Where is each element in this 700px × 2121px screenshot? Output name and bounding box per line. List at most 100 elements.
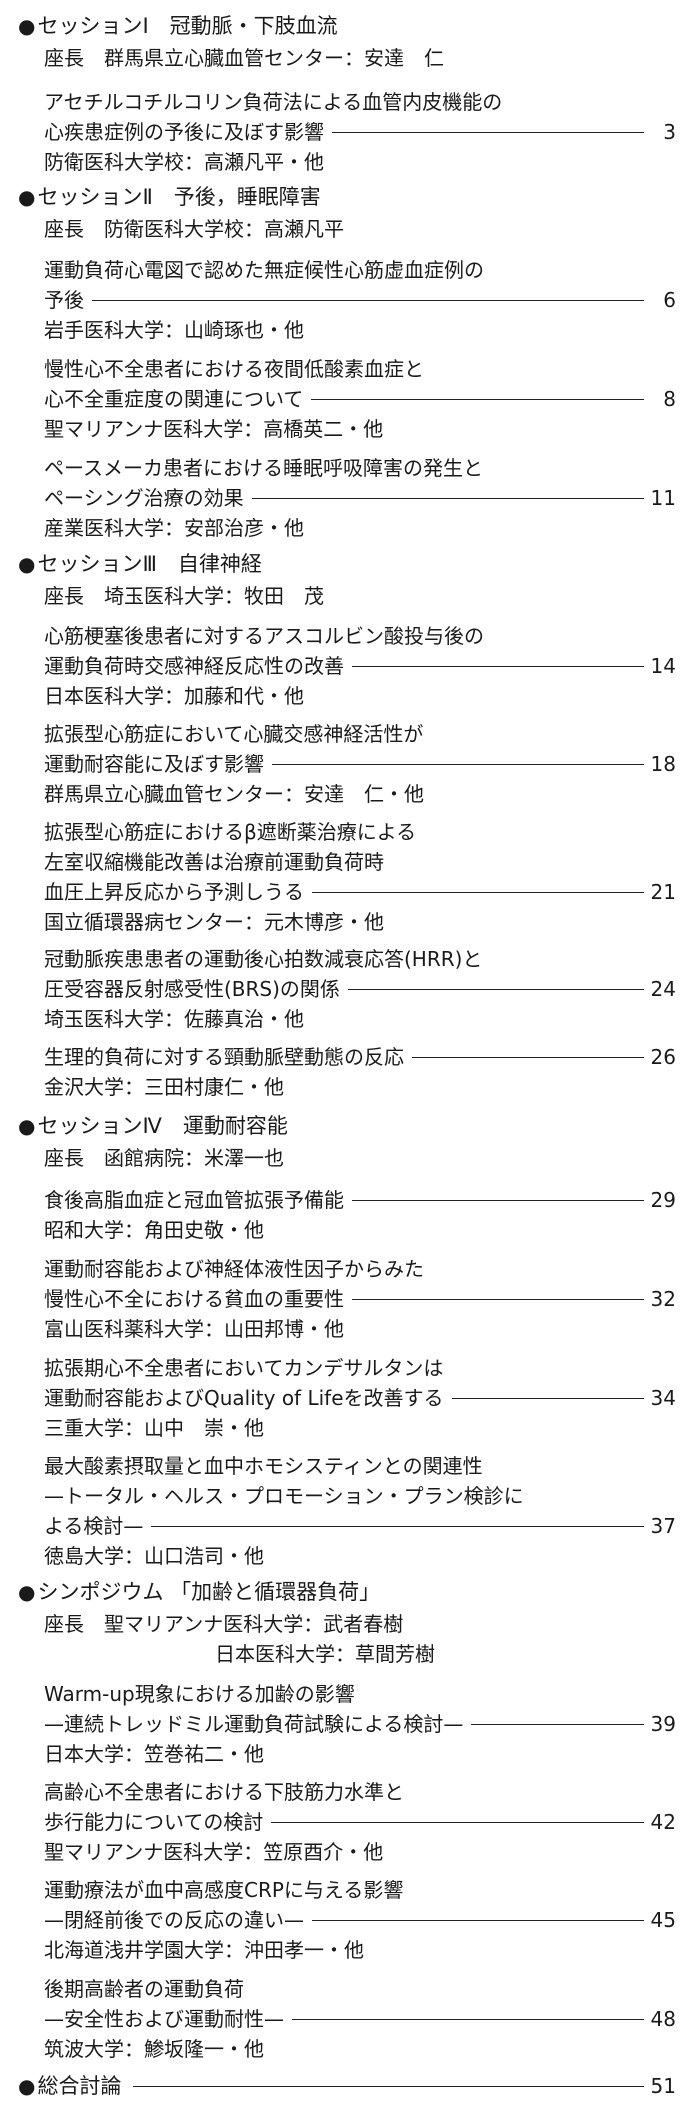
session-title: ●セッションⅠ 冠動脈・下肢血流 [18, 12, 338, 40]
page-number: 18 [650, 752, 676, 776]
leader-line [352, 1298, 644, 1300]
entry-title-lastline: 歩行能力についての検討 42 [44, 1808, 676, 1836]
entry-title-line: 歩行能力についての検討 [44, 1810, 264, 1834]
entry-author: 徳島大学：山口浩司・他 [44, 1544, 264, 1568]
session-chair: 座長 埼玉医科大学：牧田 茂 [44, 584, 324, 608]
bullet-icon: ● [18, 14, 36, 38]
entry-title-lastline: —安全性および運動耐性— 48 [44, 2005, 676, 2033]
entry-title-line: 運動負荷時交感神経反応性の改善 [44, 654, 344, 678]
session-title-text: シンポジウム 「加齢と循環器負荷」 [37, 1580, 381, 1604]
leader-line [133, 2085, 644, 2087]
leader-line [251, 497, 644, 499]
entry-author: 日本大学：笠巻祐二・他 [44, 1742, 264, 1766]
entry-title-line: 圧受容器反射感受性(BRS)の関係 [44, 977, 340, 1001]
session-title-text: セッションⅡ 予後，睡眠障害 [37, 185, 321, 209]
general-discussion-entry[interactable]: ● 総合討論 51 [18, 2072, 676, 2100]
entry-title-line: 運動療法が血中高感度CRPに与える影響 [44, 1878, 404, 1902]
entry-author: 聖マリアンナ医科大学：高橋英二・他 [44, 417, 384, 441]
entry-title-line: 冠動脈疾患患者の運動後心拍数減衰応答(HRR)と [44, 947, 483, 971]
session-title: ●シンポジウム 「加齢と循環器負荷」 [18, 1578, 380, 1606]
bullet-icon: ● [18, 1114, 36, 1138]
entry-author: 昭和大学：角田史敬・他 [44, 1218, 264, 1242]
bullet-icon: ● [18, 185, 36, 209]
entry-title-line: 運動耐容能およびQuality of Lifeを改善する [44, 1386, 444, 1410]
leader-line [412, 1056, 644, 1058]
entry-title-line: よる検討— [44, 1514, 144, 1538]
entry-title-line: 血圧上昇反応から予測しうる [44, 880, 304, 904]
leader-line [347, 988, 644, 990]
page-number: 45 [650, 1908, 676, 1932]
entry-author: 金沢大学：三田村康仁・他 [44, 1075, 284, 1099]
entry-title-line: 食後高脂血症と冠血管拡張予備能 [44, 1188, 344, 1212]
entry-title-lastline: 慢性心不全における貧血の重要性 32 [44, 1285, 676, 1313]
session-title-text: セッションⅢ 自律神経 [37, 552, 262, 576]
leader-line [292, 2018, 644, 2020]
entry-title-line: 慢性心不全における貧血の重要性 [44, 1287, 344, 1311]
leader-line [272, 763, 644, 765]
entry-title-line: 予後 [44, 288, 84, 312]
entry-title-lastline: 運動耐容能に及ぼす影響 18 [44, 750, 676, 778]
page-number: 37 [650, 1514, 676, 1538]
entry-author: 筑波大学：鯵坂隆一・他 [44, 2037, 264, 2061]
page-number: 42 [650, 1810, 676, 1834]
entry-title-line: 後期高齢者の運動負荷 [44, 1977, 244, 2001]
session-chair: 座長 防衛医科大学校：高瀬凡平 [44, 217, 344, 241]
entry-title-line: 心筋梗塞後患者に対するアスコルビン酸投与後の [44, 624, 484, 648]
entry-title-line: 心不全重症度の関連について [44, 387, 304, 411]
leader-line [451, 1397, 644, 1399]
leader-line [92, 299, 644, 301]
entry-title-line: —安全性および運動耐性— [44, 2007, 284, 2031]
entry-author: 埼玉医科大学：佐藤真治・他 [44, 1007, 304, 1031]
leader-line [151, 1525, 644, 1527]
page-number: 32 [650, 1287, 676, 1311]
session-chair: 座長 函館病院：米澤一也 [44, 1146, 284, 1170]
entry-author: 防衛医科大学校：高瀬凡平・他 [44, 150, 324, 174]
entry-title-lastline: —閉経前後での反応の違い— 45 [44, 1906, 676, 1934]
leader-line [311, 398, 644, 400]
entry-title-line: —閉経前後での反応の違い— [44, 1908, 304, 1932]
entry-author: 岩手医科大学：山崎琢也・他 [44, 318, 304, 342]
leader-line [352, 1199, 644, 1201]
session-chair-2: 日本医科大学：草間芳樹 [215, 1642, 435, 1666]
entry-title-line: 運動負荷心電図で認めた無症候性心筋虚血症例の [44, 258, 484, 282]
session-title: ●セッションⅡ 予後，睡眠障害 [18, 183, 321, 211]
bullet-icon: ● [18, 552, 36, 576]
entry-author: 三重大学：山中 崇・他 [44, 1416, 264, 1440]
entry-title-line: アセチルコチルコリン負荷法による血管内皮機能の [44, 90, 503, 114]
entry-title-line: ペースメーカ患者における睡眠呼吸障害の発生と [44, 456, 483, 480]
entry-author: 群馬県立心臓血管センター：安達 仁・他 [44, 782, 424, 806]
entry-author: 聖マリアンナ医科大学：笠原酉介・他 [44, 1840, 384, 1864]
page-number: 8 [663, 387, 676, 411]
entry-title-lastline: ペーシング治療の効果 11 [44, 484, 676, 512]
entry-title-line: 心疾患症例の予後に及ぼす影響 [44, 120, 324, 144]
entry-title-line: 生理的負荷に対する頸動脈壁動態の反応 [44, 1045, 404, 1069]
entry-title-line: 左室収縮機能改善は治療前運動負荷時 [44, 850, 384, 874]
page-number: 6 [663, 288, 676, 312]
session-title-text: セッションⅠ 冠動脈・下肢血流 [37, 14, 338, 38]
page-number: 48 [650, 2007, 676, 2031]
session-chair: 座長 聖マリアンナ医科大学：武者春樹 [44, 1612, 404, 1636]
entry-title-line: Warm-up現象における加齢の影響 [44, 1682, 355, 1706]
page-number: 26 [650, 1045, 676, 1069]
entry-author: 産業医科大学：安部治彦・他 [44, 516, 304, 540]
entry-title-lastline: 生理的負荷に対する頸動脈壁動態の反応 26 [44, 1043, 676, 1071]
entry-author: 日本医科大学：加藤和代・他 [44, 684, 304, 708]
entry-title-line: ペーシング治療の効果 [44, 486, 244, 510]
page-number: 11 [650, 486, 676, 510]
page-number: 3 [663, 120, 676, 144]
entry-title-line: 慢性心不全患者における夜間低酸素血症と [44, 357, 424, 381]
session-title: ●セッションⅢ 自律神経 [18, 550, 262, 578]
leader-line [471, 1723, 644, 1725]
entry-title-line: 運動耐容能に及ぼす影響 [44, 752, 264, 776]
final-title: 総合討論 [37, 2074, 122, 2098]
leader-line [332, 131, 644, 133]
entry-author: 国立循環器病センター：元木博彦・他 [44, 910, 384, 934]
entry-title-lastline: 心不全重症度の関連について 8 [44, 385, 676, 413]
entry-title-line: 拡張期心不全患者においてカンデサルタンは [44, 1356, 444, 1380]
